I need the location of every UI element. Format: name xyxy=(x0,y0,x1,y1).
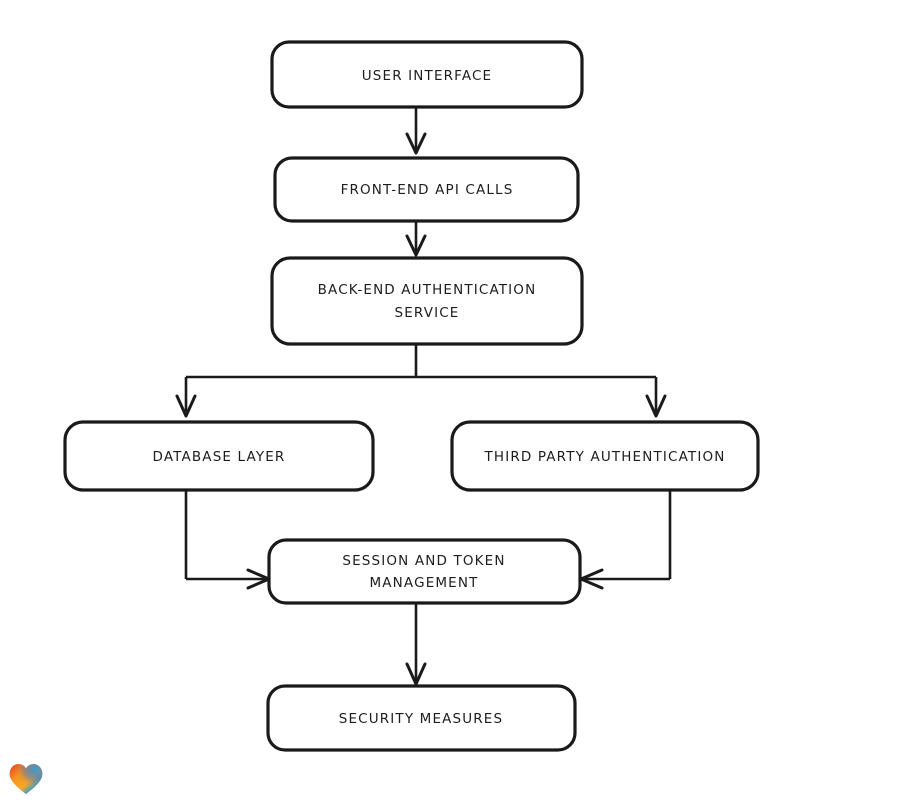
node-database-layer-label: DATABASE LAYER xyxy=(153,449,286,465)
edge-front-end-api-calls-to-back-end-authentication-service xyxy=(405,220,427,257)
node-back-end-authentication-service[interactable]: BACK-END AUTHENTICATION SERVICE xyxy=(270,256,584,346)
node-back-end-authentication-service-label-line2: SERVICE xyxy=(395,305,460,321)
node-session-and-token-management[interactable]: SESSION AND TOKEN MANAGEMENT xyxy=(267,538,582,605)
edge-user-interface-to-front-end-api-calls xyxy=(405,107,427,155)
edge-session-and-token-management-to-security-measures xyxy=(405,603,427,686)
node-security-measures-label: SECURITY MEASURES xyxy=(339,711,503,727)
node-front-end-api-calls[interactable]: FRONT-END API CALLS xyxy=(273,156,580,223)
node-third-party-authentication-label: THIRD PARTY AUTHENTICATION xyxy=(484,449,726,465)
node-user-interface-label: USER INTERFACE xyxy=(362,68,492,84)
node-user-interface-shape xyxy=(270,40,584,109)
node-session-and-token-management-shape xyxy=(267,538,582,605)
node-front-end-api-calls-label: FRONT-END API CALLS xyxy=(341,182,514,198)
heart-icon xyxy=(9,764,43,795)
node-session-and-token-management-label-line1: SESSION AND TOKEN xyxy=(342,553,505,569)
node-third-party-authentication-shape xyxy=(450,420,760,492)
node-front-end-api-calls-shape xyxy=(273,156,580,223)
node-security-measures[interactable]: SECURITY MEASURES xyxy=(266,684,577,752)
node-session-and-token-management-label-line2: MANAGEMENT xyxy=(370,575,479,591)
node-third-party-authentication[interactable]: THIRD PARTY AUTHENTICATION xyxy=(450,420,760,492)
node-back-end-authentication-service-label-line1: BACK-END AUTHENTICATION xyxy=(318,282,537,298)
node-user-interface[interactable]: USER INTERFACE xyxy=(270,40,584,109)
node-database-layer-shape xyxy=(63,420,375,492)
node-security-measures-shape xyxy=(266,684,577,752)
heart-watermark xyxy=(8,762,44,796)
node-back-end-authentication-service-shape xyxy=(270,256,584,346)
edge-back-end-authentication-service-split xyxy=(175,343,667,418)
edge-database-layer-to-session-and-token-management xyxy=(184,490,271,590)
edge-third-party-authentication-to-session-and-token-management xyxy=(579,490,672,590)
node-database-layer[interactable]: DATABASE LAYER xyxy=(63,420,375,492)
